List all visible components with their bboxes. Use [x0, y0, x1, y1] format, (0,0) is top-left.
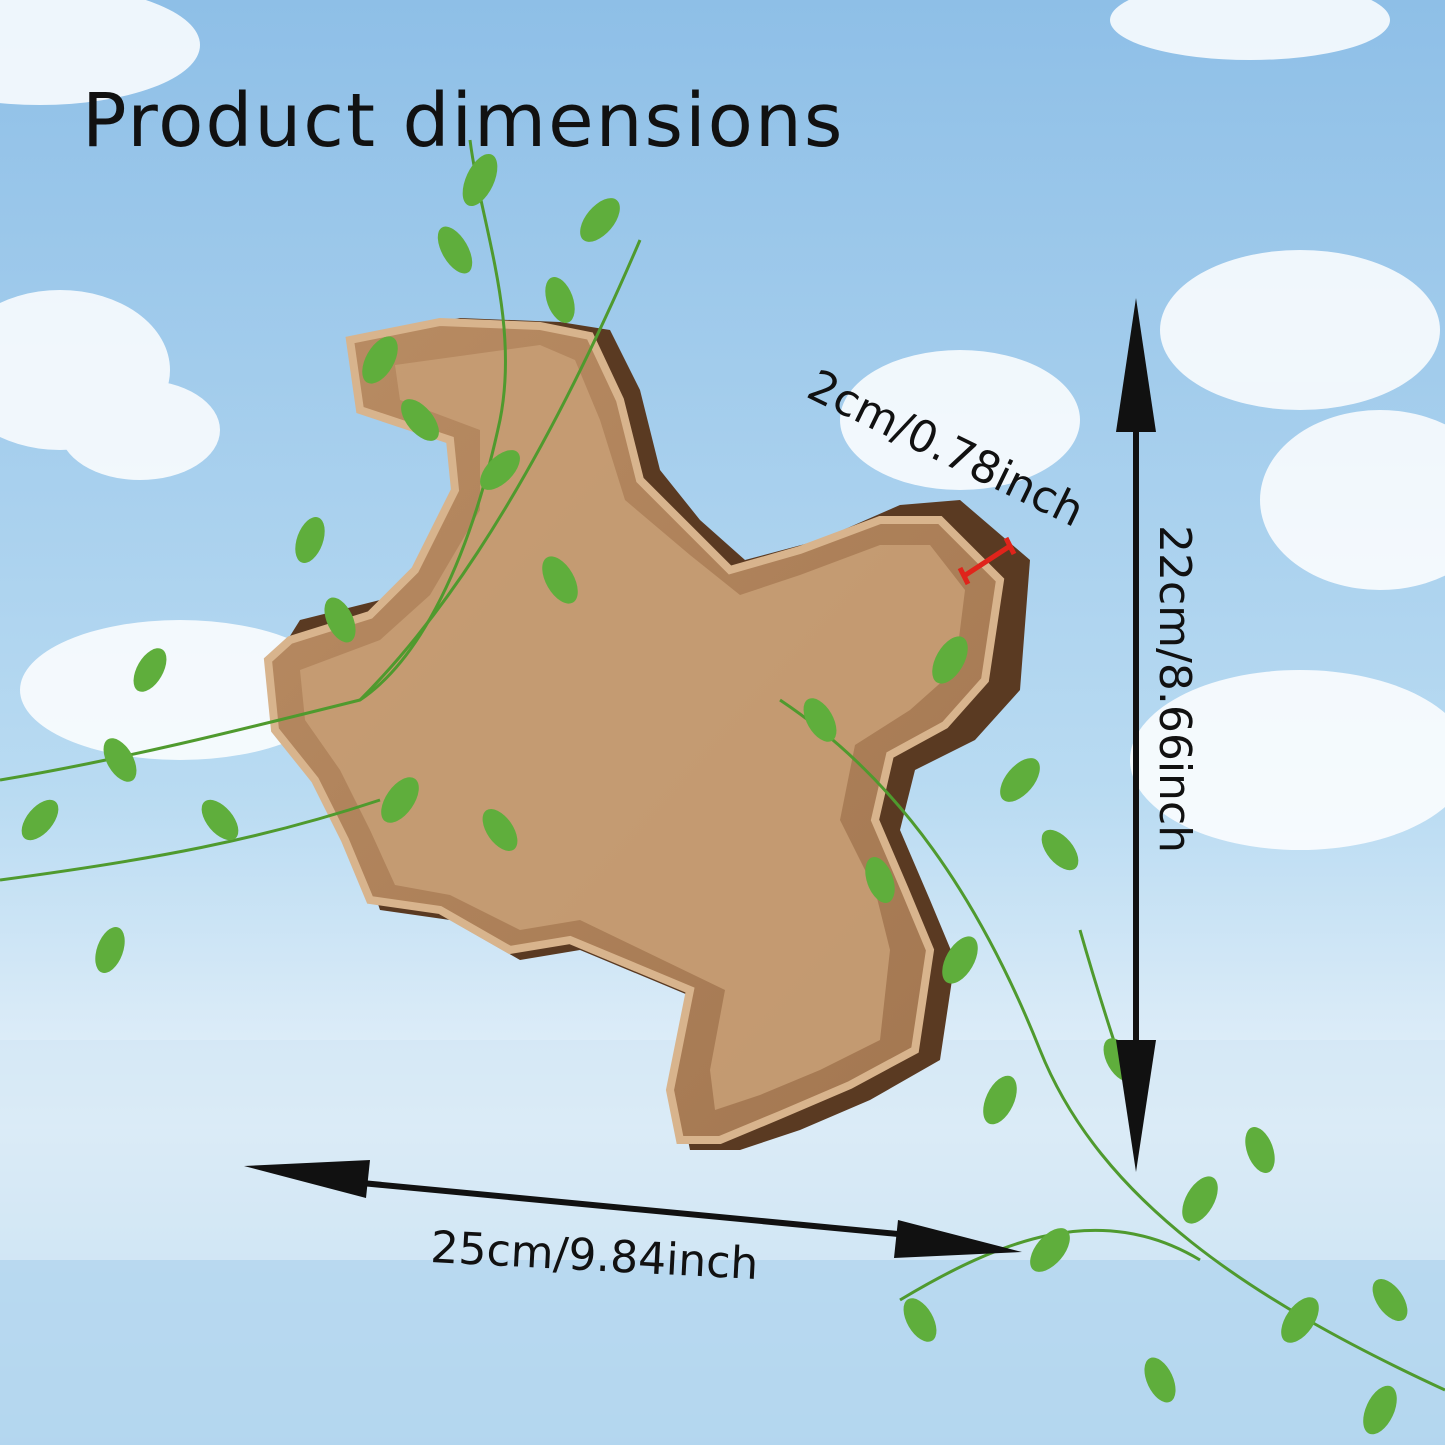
green-vine-leaves	[0, 139, 1445, 1392]
height-label: 22cm/8.66inch	[1149, 525, 1200, 854]
page-title: Product dimensions	[82, 78, 845, 164]
width-arrow	[244, 1160, 1022, 1258]
thickness-marker	[962, 543, 1012, 579]
cloud-group	[0, 0, 1445, 850]
vine-leaf-cluster	[21, 153, 1408, 1435]
height-arrow	[1116, 298, 1156, 1172]
